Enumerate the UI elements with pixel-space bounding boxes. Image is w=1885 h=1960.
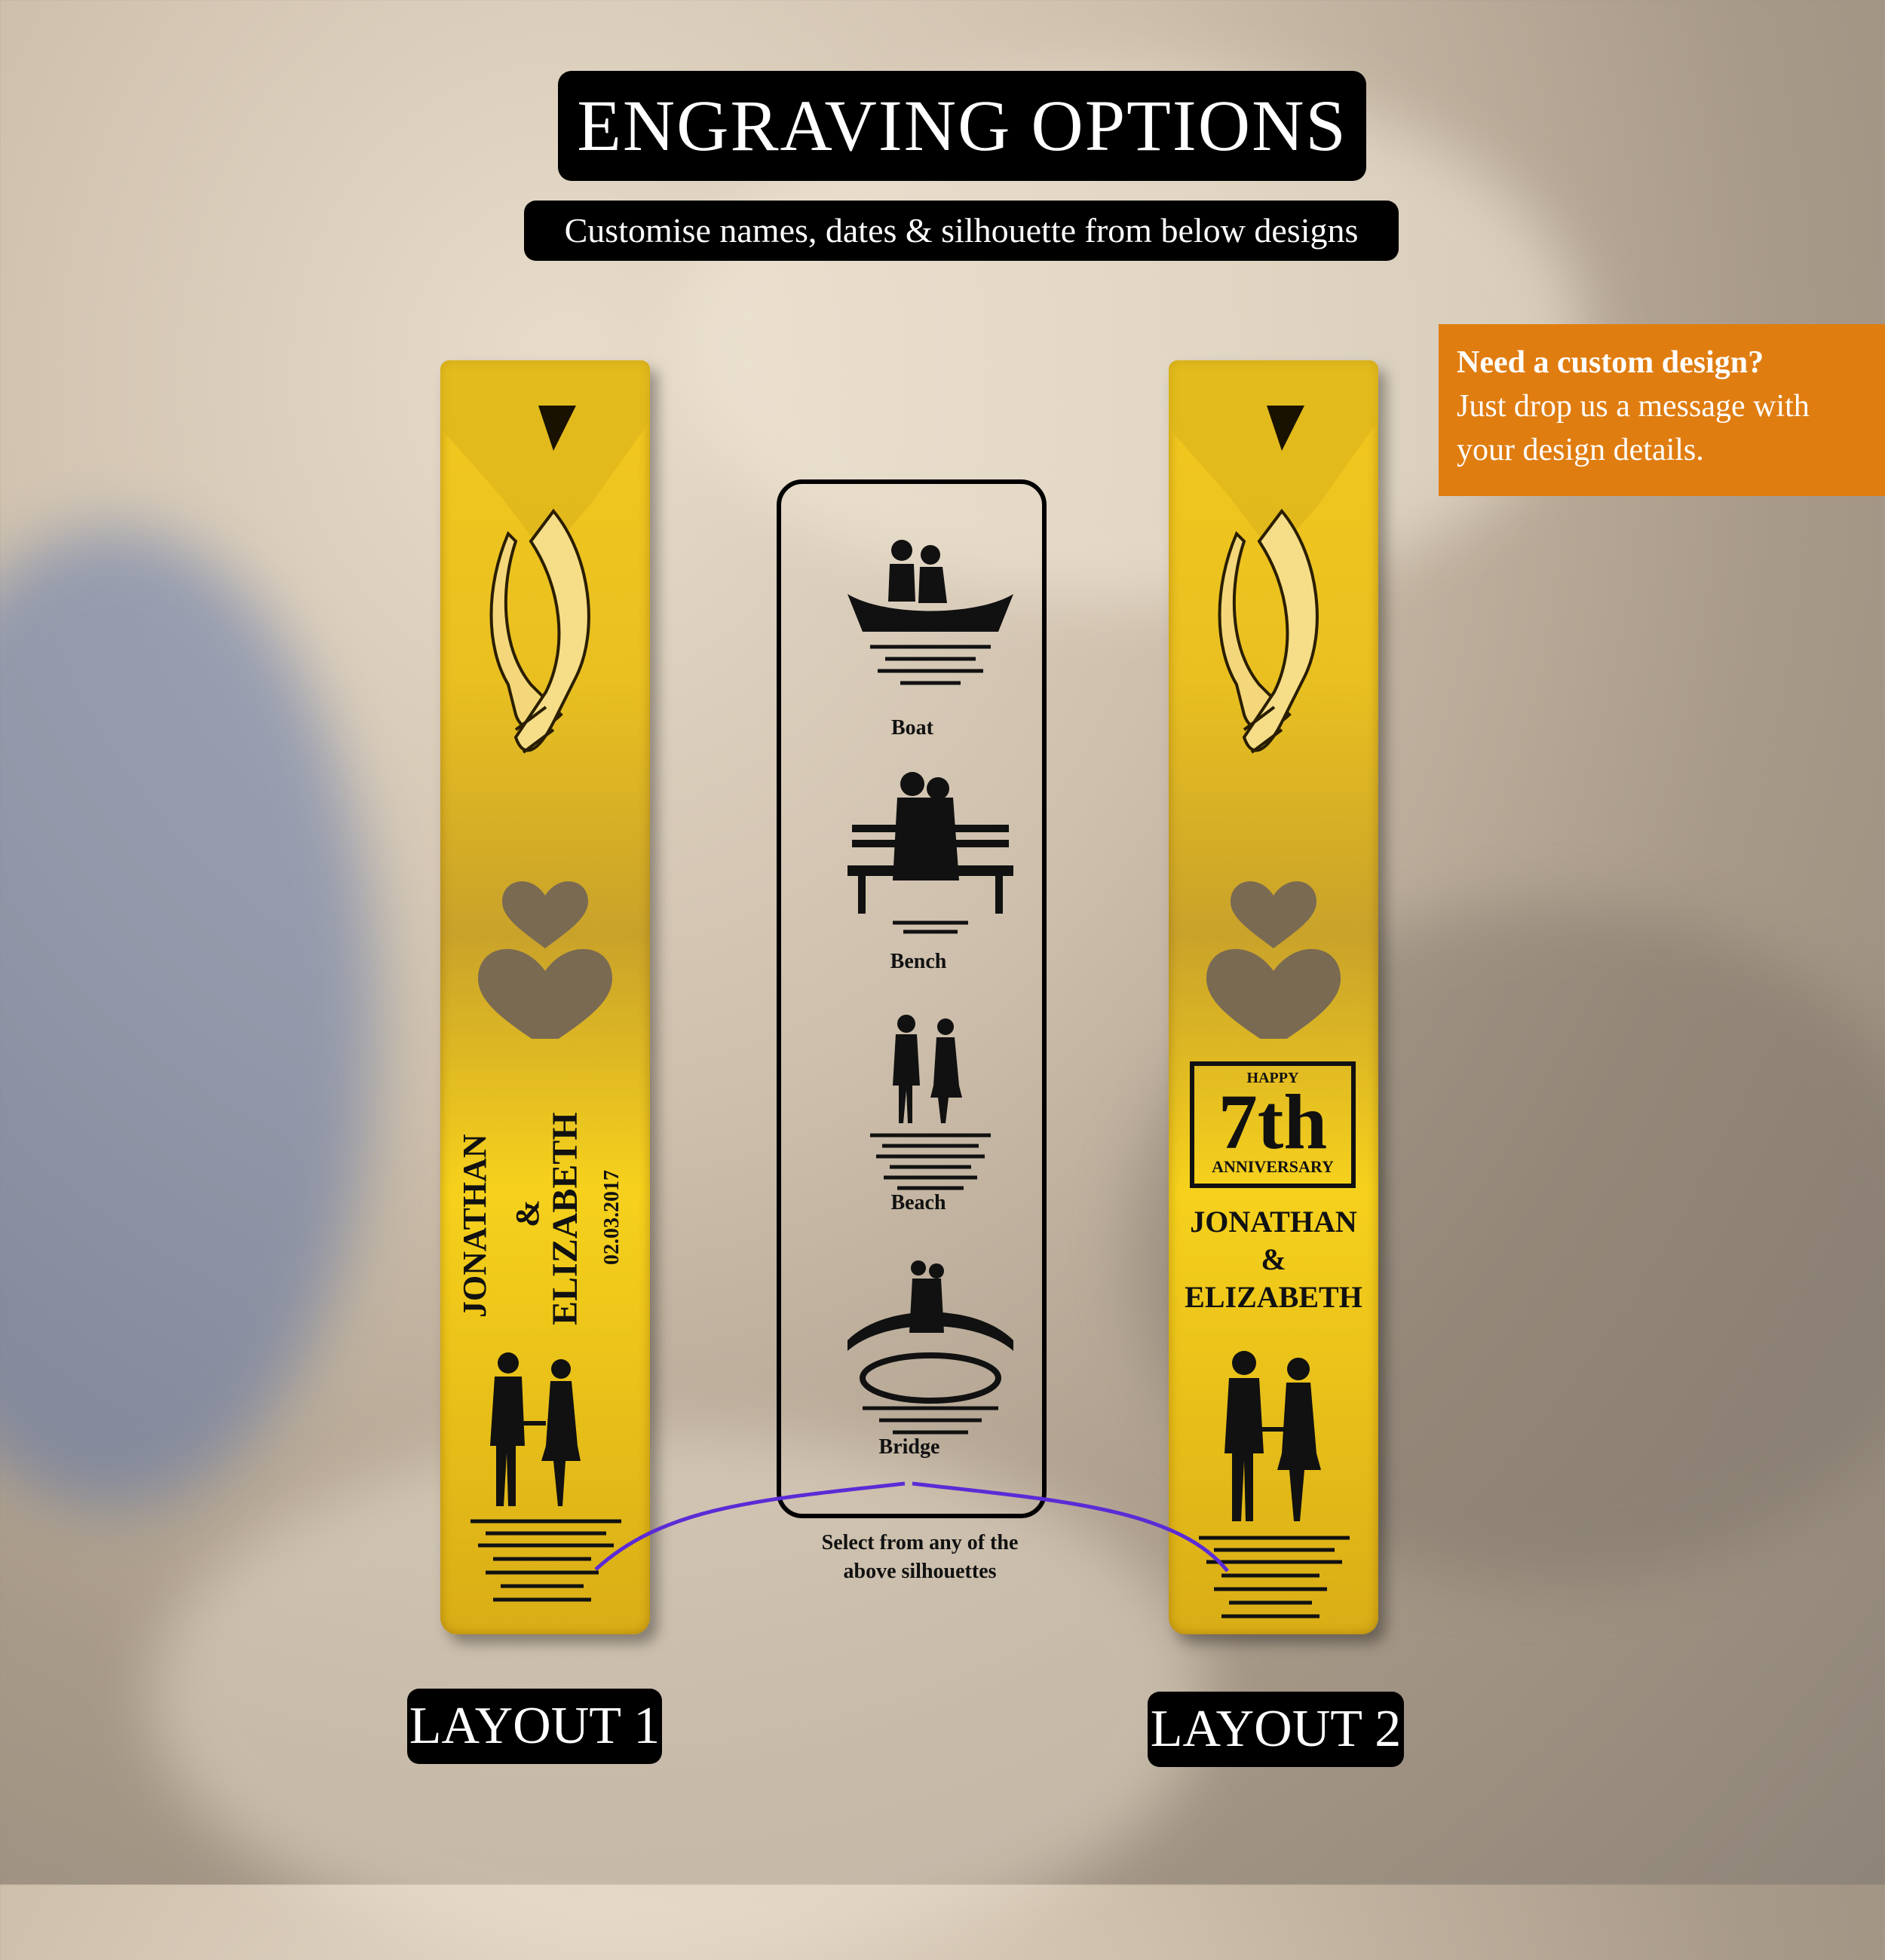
- bridge-silhouette[interactable]: [840, 1257, 1021, 1446]
- ampersand-text: &: [509, 1199, 546, 1227]
- name2-text: ELIZABETH: [545, 1112, 585, 1325]
- select-note-line1: Select from any of the: [821, 1531, 1019, 1554]
- bookmark-layout2: HAPPY 7th ANNIVERSARY JONATHAN & ELIZABE…: [1169, 360, 1378, 1634]
- silhouette-options-frame: [777, 479, 1047, 1518]
- beach-silhouette[interactable]: [840, 1010, 1021, 1199]
- silk-fold: [151, 1432, 1206, 1960]
- page-title: ENGRAVING OPTIONS: [558, 71, 1366, 181]
- custom-note-line2: your design details.: [1457, 433, 1704, 467]
- page-subtitle: Customise names, dates & silhouette from…: [524, 201, 1399, 261]
- heart-icon: [478, 881, 612, 1039]
- hands-icon: [440, 360, 650, 754]
- boat-silhouette[interactable]: [840, 534, 1021, 700]
- couple-beach-silhouette: [1199, 1351, 1350, 1619]
- anniversary-text: ANNIVERSARY: [1212, 1157, 1334, 1176]
- ampersand-text: &: [1261, 1242, 1286, 1276]
- silhouette-label-beach: Beach: [890, 1191, 946, 1214]
- silhouette-label-bridge: Bridge: [878, 1435, 940, 1459]
- custom-design-note: Need a custom design? Just drop us a mes…: [1439, 324, 1885, 496]
- silhouette-label-boat: Boat: [891, 716, 933, 740]
- custom-note-line1: Just drop us a message with: [1457, 389, 1810, 424]
- anniversary-number: 7th: [1218, 1079, 1328, 1165]
- name1-text: JONATHAN: [1190, 1205, 1357, 1239]
- bench-silhouette[interactable]: [840, 767, 1021, 941]
- layout2-label: LAYOUT 2: [1148, 1692, 1404, 1767]
- hands-icon: [1169, 360, 1378, 754]
- heart-icon: [1206, 881, 1341, 1039]
- select-silhouette-note: Select from any of the above silhouettes: [784, 1529, 1056, 1586]
- silk-fold: [0, 528, 377, 1508]
- name2-text: ELIZABETH: [1185, 1280, 1362, 1314]
- custom-note-heading: Need a custom design?: [1457, 345, 1764, 380]
- anniversary-box: HAPPY 7th ANNIVERSARY: [1190, 1061, 1356, 1188]
- names-block: JONATHAN & ELIZABETH: [1169, 1203, 1378, 1316]
- couple-beach-silhouette: [470, 1352, 621, 1602]
- silhouette-label-bench: Bench: [890, 950, 947, 973]
- select-note-line2: above silhouettes: [843, 1560, 997, 1583]
- bookmark-layout1: JONATHAN & ELIZABETH 02.03.2017: [440, 360, 650, 1634]
- layout1-label: LAYOUT 1: [407, 1689, 662, 1764]
- happy-text: HAPPY: [1246, 1070, 1299, 1086]
- date-text: 02.03.2017: [600, 1170, 624, 1265]
- name1-text: JONATHAN: [456, 1134, 493, 1318]
